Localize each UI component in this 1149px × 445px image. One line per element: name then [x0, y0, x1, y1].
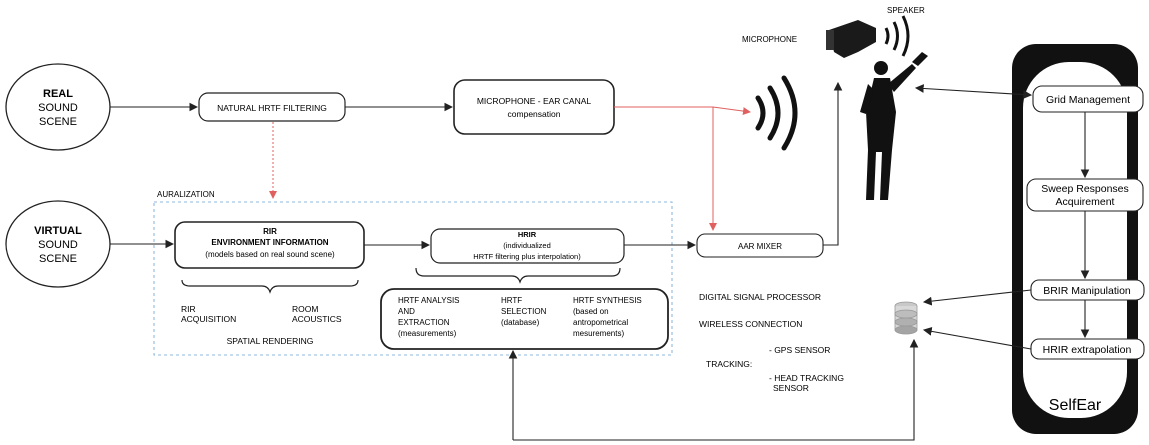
rir-acquisition-line1: RIR — [181, 304, 196, 314]
hrir-line1: HRIR — [518, 230, 537, 239]
gps-sensor-label: - GPS SENSOR — [769, 345, 830, 355]
rir-box: RIR ENVIRONMENT INFORMATION (models base… — [174, 221, 365, 269]
hrir-extrapolation-label: HRIR extrapolation — [1043, 344, 1132, 356]
virtual-scene-line3: SCENE — [39, 253, 77, 265]
rir-brace — [181, 279, 359, 294]
connectors — [110, 81, 1090, 441]
selfear-title: SelfEar — [1049, 397, 1102, 414]
speaker-label: SPEAKER — [887, 6, 925, 15]
hrtf-synthesis-line2: (based on — [573, 307, 609, 316]
hrir-line3: HRTF filtering plus interpolation) — [473, 252, 581, 261]
hrir-box: HRIR (individualized HRTF filtering plus… — [430, 228, 625, 264]
hrtf-analysis-line1: HRTF ANALYSIS — [398, 296, 460, 305]
microphone-label: MICROPHONE — [742, 35, 797, 44]
hrir-extrapolation-step: HRIR extrapolation — [1030, 338, 1145, 360]
sound-wave-icon — [755, 75, 798, 151]
real-scene-line1: REAL — [43, 88, 73, 100]
aar-mixer-label: AAR MIXER — [738, 242, 782, 251]
head-tracking-line2: SENSOR — [773, 383, 809, 393]
hrtf-selection-line1: HRTF — [501, 296, 522, 305]
wireless-label: WIRELESS CONNECTION — [699, 319, 802, 329]
real-scene-line2: SOUND — [38, 102, 78, 114]
mic-ear-canal-line2: compensation — [508, 109, 561, 119]
virtual-scene-line2: SOUND — [38, 239, 78, 251]
aar-mixer-box: AAR MIXER — [696, 233, 824, 258]
grid-management-label: Grid Management — [1046, 94, 1130, 106]
red-arrow-mic-to-mixer — [614, 106, 717, 231]
hrir-brace — [415, 267, 621, 284]
hrtf-synthesis-line3: antropometrical — [573, 318, 628, 327]
real-scene-line3: SCENE — [39, 116, 77, 128]
brir-manipulation-label: BRIR Manipulation — [1043, 285, 1131, 297]
hrtf-synthesis-line1: HRTF SYNTHESIS — [573, 296, 642, 305]
person-silhouette-icon — [860, 52, 928, 200]
hrtf-selection-line3: (database) — [501, 318, 540, 327]
room-acoustics-line1: ROOM — [292, 304, 318, 314]
mic-ear-canal-box: MICROPHONE - EAR CANAL compensation — [453, 79, 615, 135]
hrtf-methods-box: HRTF ANALYSIS AND EXTRACTION (measuremen… — [380, 288, 669, 350]
natural-hrtf-box: NATURAL HRTF FILTERING — [198, 92, 346, 122]
hrtf-analysis-line3: EXTRACTION — [398, 318, 450, 327]
auralization-region — [153, 201, 673, 356]
rir-line2: ENVIRONMENT INFORMATION — [211, 238, 328, 247]
database-icon — [894, 301, 918, 335]
real-sound-scene-node: REAL SOUND SCENE — [5, 63, 111, 151]
arrow-person-grid — [914, 84, 1033, 99]
virtual-sound-scene-node: VIRTUAL SOUND SCENE — [5, 200, 111, 288]
speaker-device-icon — [826, 15, 910, 58]
tracking-label: TRACKING: — [706, 359, 752, 369]
room-acoustics-line2: ACOUSTICS — [292, 314, 342, 324]
brir-manipulation-step: BRIR Manipulation — [1030, 279, 1145, 301]
selfear-device: SelfEar — [1012, 44, 1138, 434]
arrow-hrir-extrap-to-db — [922, 327, 1032, 350]
rir-acquisition-line2: ACQUISITION — [181, 314, 236, 324]
hrtf-selection-line2: SELECTION — [501, 307, 547, 316]
virtual-scene-line1: VIRTUAL — [34, 225, 82, 237]
mic-ear-canal-line1: MICROPHONE - EAR CANAL — [477, 96, 592, 106]
rir-line3: (models based on real sound scene) — [205, 250, 335, 259]
grid-management-step: Grid Management — [1032, 85, 1144, 113]
red-arrow-to-wave — [712, 106, 751, 116]
hrtf-analysis-line4: (measurements) — [398, 329, 457, 338]
rir-line1: RIR — [263, 227, 277, 236]
sweep-responses-step: Sweep Responses Acquirement — [1026, 178, 1144, 212]
arrow-mixer-to-speaker — [823, 81, 843, 246]
sweep-responses-line1: Sweep Responses — [1041, 183, 1129, 195]
auralization-label: AURALIZATION — [157, 190, 215, 199]
hrtf-analysis-line2: AND — [398, 307, 415, 316]
natural-hrtf-label: NATURAL HRTF FILTERING — [217, 103, 327, 113]
arrow-brir-to-db — [922, 289, 1032, 306]
red-connectors — [269, 106, 751, 231]
dsp-label: DIGITAL SIGNAL PROCESSOR — [699, 292, 821, 302]
head-tracking-line1: - HEAD TRACKING — [769, 373, 844, 383]
hrtf-synthesis-line4: mesurements) — [573, 329, 624, 338]
spatial-rendering-label: SPATIAL RENDERING — [227, 336, 314, 346]
arrow-loop-to-db — [513, 338, 919, 441]
sweep-responses-line2: Acquirement — [1056, 196, 1115, 208]
hrir-line2: (individualized — [503, 241, 551, 250]
